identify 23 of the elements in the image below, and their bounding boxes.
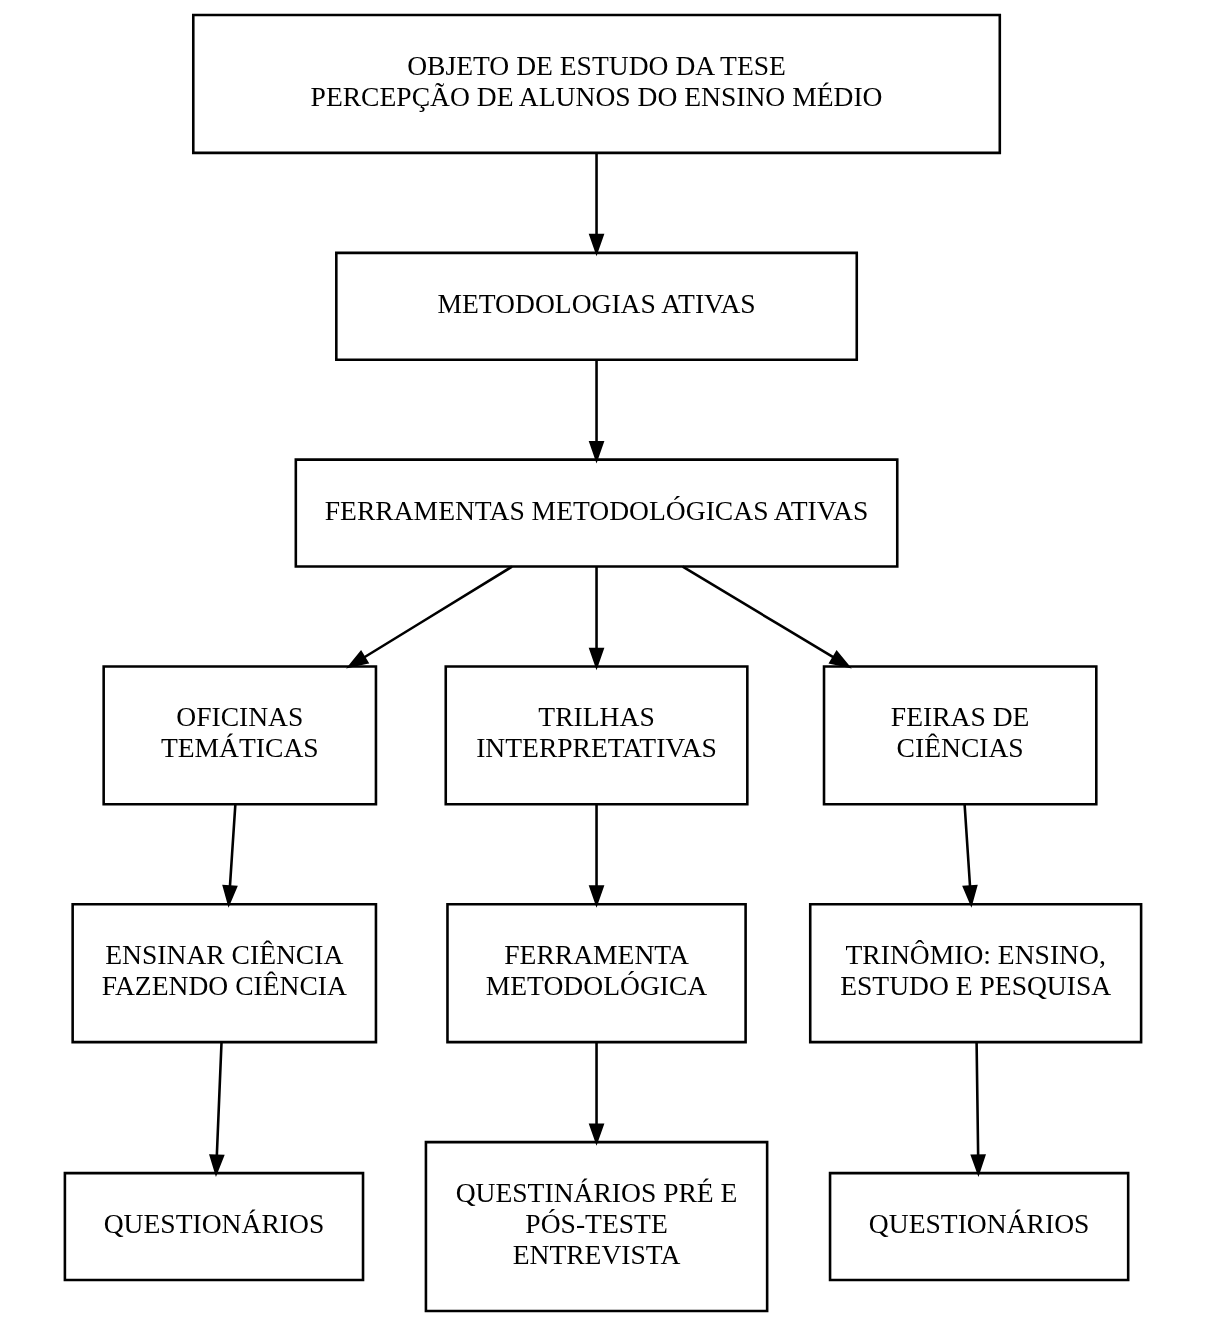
node-box: OFICINAS TEMÁTICAS (102, 665, 378, 806)
node-box: TRINÔMIO: ENSINO, ESTUDO E PESQUISA (808, 902, 1143, 1044)
node-box: QUESTIONÁRIOS (828, 1171, 1130, 1282)
arrow (209, 1042, 225, 1177)
arrow (588, 804, 605, 908)
arrow (588, 359, 605, 464)
node-box: ENSINAR CIÊNCIA FAZENDO CIÊNCIA (71, 902, 378, 1044)
arrow (346, 565, 513, 669)
node-box: TRILHAS INTERPRETATIVAS (444, 665, 749, 806)
node-box: METODOLOGIAS ATIVAS (335, 251, 859, 361)
arrow (588, 566, 605, 671)
node-box: OBJETO DE ESTUDO DA TESE PERCEPÇÃO DE ALUNOS DO ENSINO MÉDIO (192, 13, 1002, 155)
arrow (588, 153, 605, 257)
node-box: FERRAMENTA METODOLÓGICA (446, 902, 747, 1044)
node-box: FEIRAS DE CIÊNCIAS (822, 665, 1098, 806)
arrow (962, 804, 978, 908)
arrow (682, 565, 852, 669)
node-box: QUESTINÁRIOS PRÉ E PÓS-TESTE ENTREVISTA (424, 1140, 769, 1313)
arrow (970, 1042, 986, 1177)
node-box: QUESTIONÁRIOS (63, 1171, 365, 1282)
arrow (222, 804, 238, 908)
arrow (588, 1042, 605, 1146)
node-box: FERRAMENTAS METODOLÓGICAS ATIVAS (294, 458, 899, 568)
